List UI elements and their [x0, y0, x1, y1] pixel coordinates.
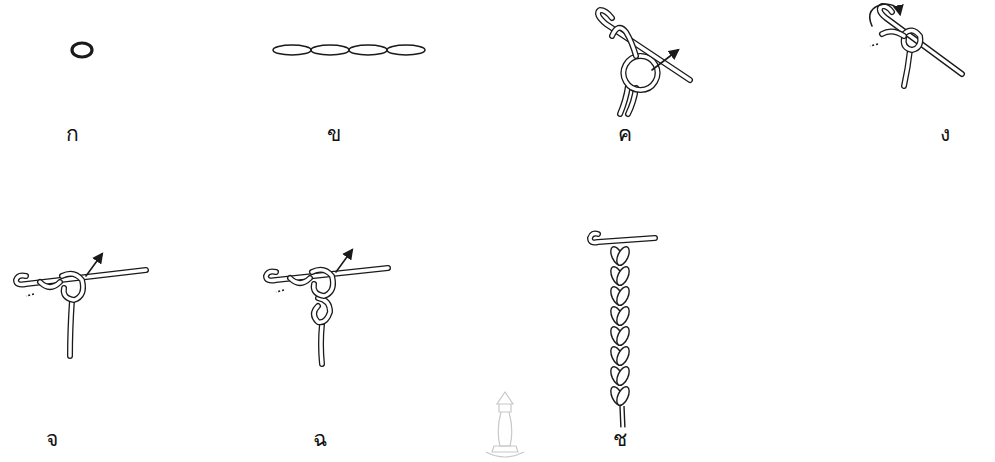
step-label: ค: [616, 122, 634, 147]
step-label: ช: [611, 427, 629, 452]
watermark-emblem: [486, 392, 524, 457]
step-label: ข: [325, 122, 343, 147]
step-label: ฉ: [311, 427, 329, 452]
step-label: ก: [64, 122, 81, 147]
step-label: จ: [44, 427, 60, 452]
step-label: ง: [938, 122, 952, 147]
